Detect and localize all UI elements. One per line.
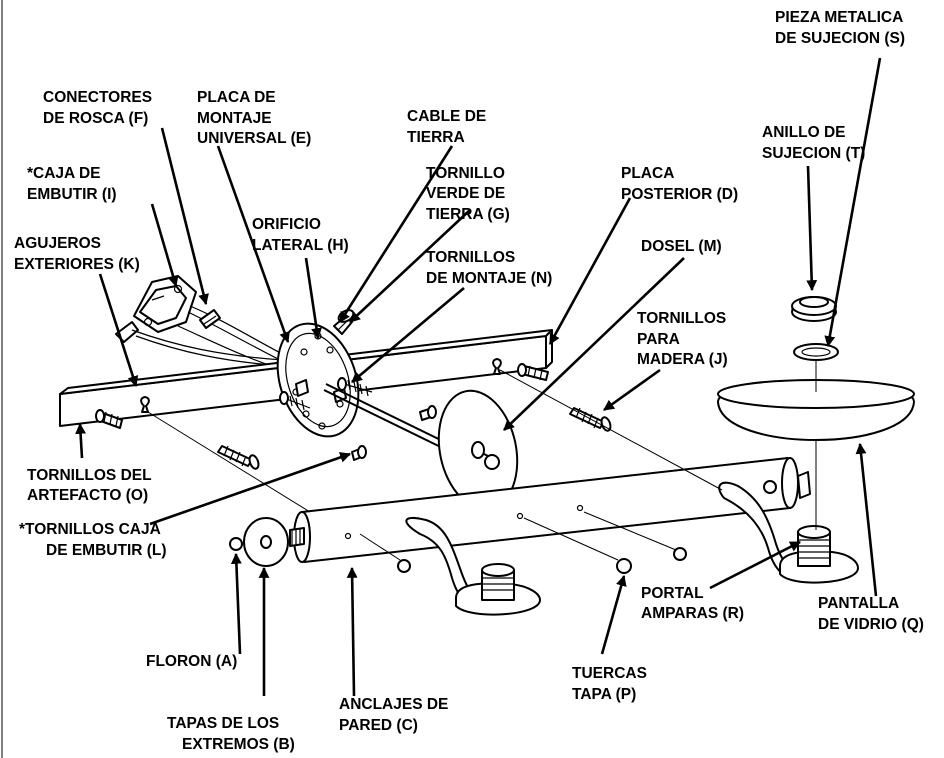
metal-clamp-piece [793, 343, 839, 361]
wood-screw-center [217, 445, 260, 470]
retaining-ring [791, 296, 837, 322]
label-retaining-ring: ANILLO DE SUJECION (T) [762, 124, 865, 162]
leader-lines [75, 57, 882, 697]
mounting-screw-upper [337, 377, 373, 397]
label-side-hole: ORIFICIO LATERAL (H) [252, 216, 349, 254]
label-green-ground-screw: TORNILLO VERDE DE TIERRA (G) [426, 165, 510, 223]
keyhole-slot-right [492, 358, 502, 375]
label-thread-connectors: CONECTORES DE ROSCA (F) [43, 89, 156, 127]
lamp-socket-left [455, 563, 541, 616]
junction-box-screw-b [351, 445, 367, 461]
junction-box [115, 275, 197, 343]
fixture-bar [293, 457, 811, 573]
wood-screw-upper [517, 363, 549, 381]
label-glass-shade: PANTALLA DE VIDRIO (Q) [818, 595, 924, 633]
cap-nut [616, 558, 632, 574]
label-mounting-screws: TORNILLOS DE MONTAJE (N) [426, 249, 552, 287]
label-finial: FLORON (A) [146, 653, 237, 670]
junction-box-screw-a [419, 405, 437, 421]
alignment-lines [147, 360, 817, 561]
label-end-caps: TAPAS DE LOS EXTREMOS (B) [167, 715, 295, 753]
end-stud [289, 527, 305, 547]
label-fixture-screws: TORNILLOS DEL ARTEFACTO (O) [27, 467, 156, 504]
keyhole-slot-left [140, 396, 150, 413]
end-cap [243, 517, 289, 567]
label-back-plate: PLACA POSTERIOR (D) [621, 165, 738, 203]
glass-shade [717, 379, 915, 441]
label-wall-anchors: ANCLAJES DE PARED (C) [339, 696, 453, 734]
lamp-socket-right [779, 525, 859, 584]
label-junction-box-screws: *TORNILLOS CAJA DE EMBUTIR (L) [19, 521, 167, 559]
label-cap-nuts: TUERCAS TAPA (P) [572, 665, 651, 703]
mounting-screw-lower [279, 391, 311, 411]
fixture-screw [95, 409, 123, 429]
label-ground-cable: CABLE DE TIERRA [407, 108, 491, 146]
canopy-rod-end [483, 453, 500, 470]
label-lamp-holders: PORTAL AMPARAS (R) [641, 585, 744, 622]
label-wood-screws: TORNILLOS PARA MADERA (J) [637, 310, 731, 368]
label-junction-box: *CAJA DE EMBUTIR (I) [27, 165, 117, 203]
label-outer-holes: AGUJEROS EXTERIORES (K) [14, 235, 140, 273]
label-metal-clamp-piece: PIEZA METALICA DE SUJECION (S) [775, 9, 907, 47]
label-universal-mounting-plate: PLACA DE MONTAJE UNIVERSAL (E) [197, 89, 311, 147]
label-canopy: DOSEL (M) [641, 238, 722, 255]
finial [229, 537, 243, 551]
